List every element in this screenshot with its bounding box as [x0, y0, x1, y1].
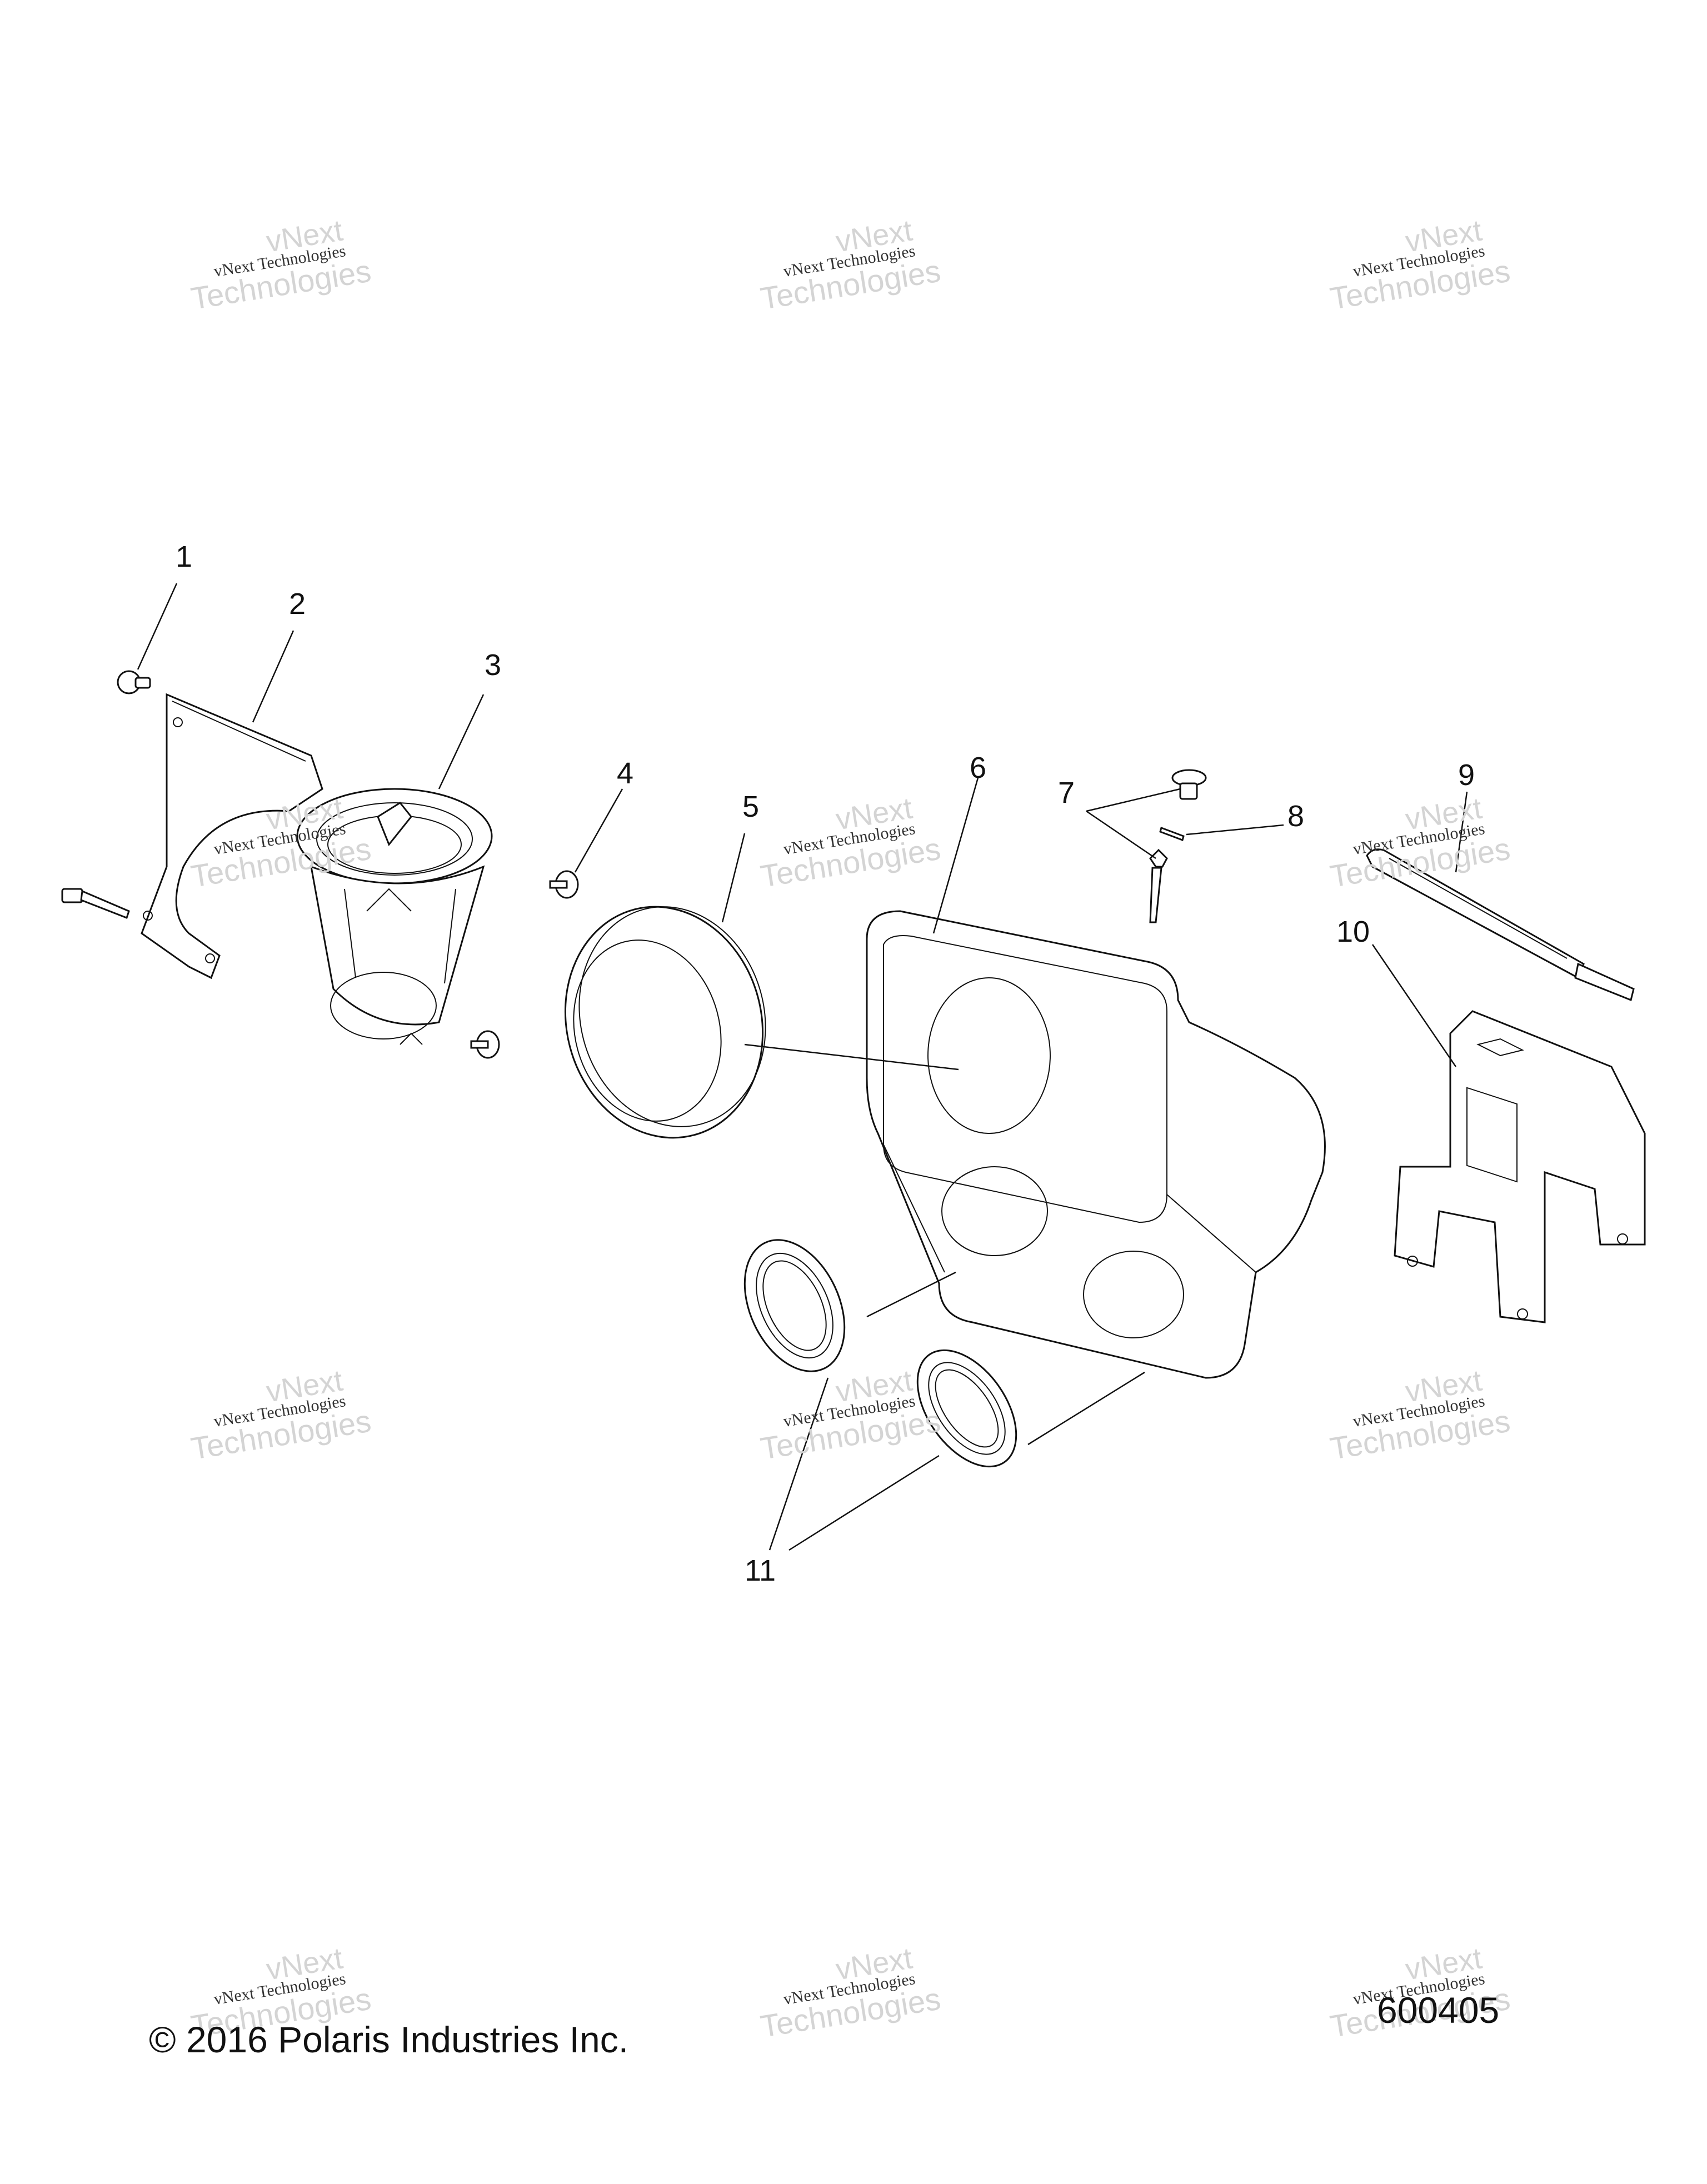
part-8-pin — [1159, 827, 1185, 841]
part-2-bracket — [141, 693, 323, 979]
part-11-grommets — [743, 1239, 1017, 1468]
part-10-bracket — [1394, 1010, 1646, 1323]
part-7-rivets — [1149, 769, 1207, 923]
leader-lines — [137, 583, 1468, 1551]
part-3-housing — [296, 788, 493, 1045]
callout-3: 3 — [485, 648, 502, 682]
bolt-left — [61, 888, 130, 919]
part-1-bolt — [117, 670, 151, 694]
callout-7: 7 — [1058, 776, 1075, 809]
callout-4: 4 — [617, 757, 634, 790]
callout-8: 8 — [1287, 799, 1305, 833]
diagram-number: 600405 — [1377, 1990, 1500, 2031]
part-5-ring — [564, 906, 766, 1139]
callout-5: 5 — [742, 790, 760, 823]
copyright-text: © 2016 Polaris Industries Inc. — [149, 2019, 629, 2060]
part-4-screws — [470, 870, 579, 1059]
callout-10: 10 — [1336, 915, 1370, 948]
callout-11: 11 — [745, 1554, 776, 1587]
callout-9: 9 — [1458, 758, 1475, 792]
callout-2: 2 — [289, 587, 306, 621]
callout-6: 6 — [970, 751, 987, 784]
part-9-strap — [1366, 848, 1635, 1002]
part-6-airbox — [866, 910, 1326, 1379]
callout-1: 1 — [176, 540, 193, 573]
